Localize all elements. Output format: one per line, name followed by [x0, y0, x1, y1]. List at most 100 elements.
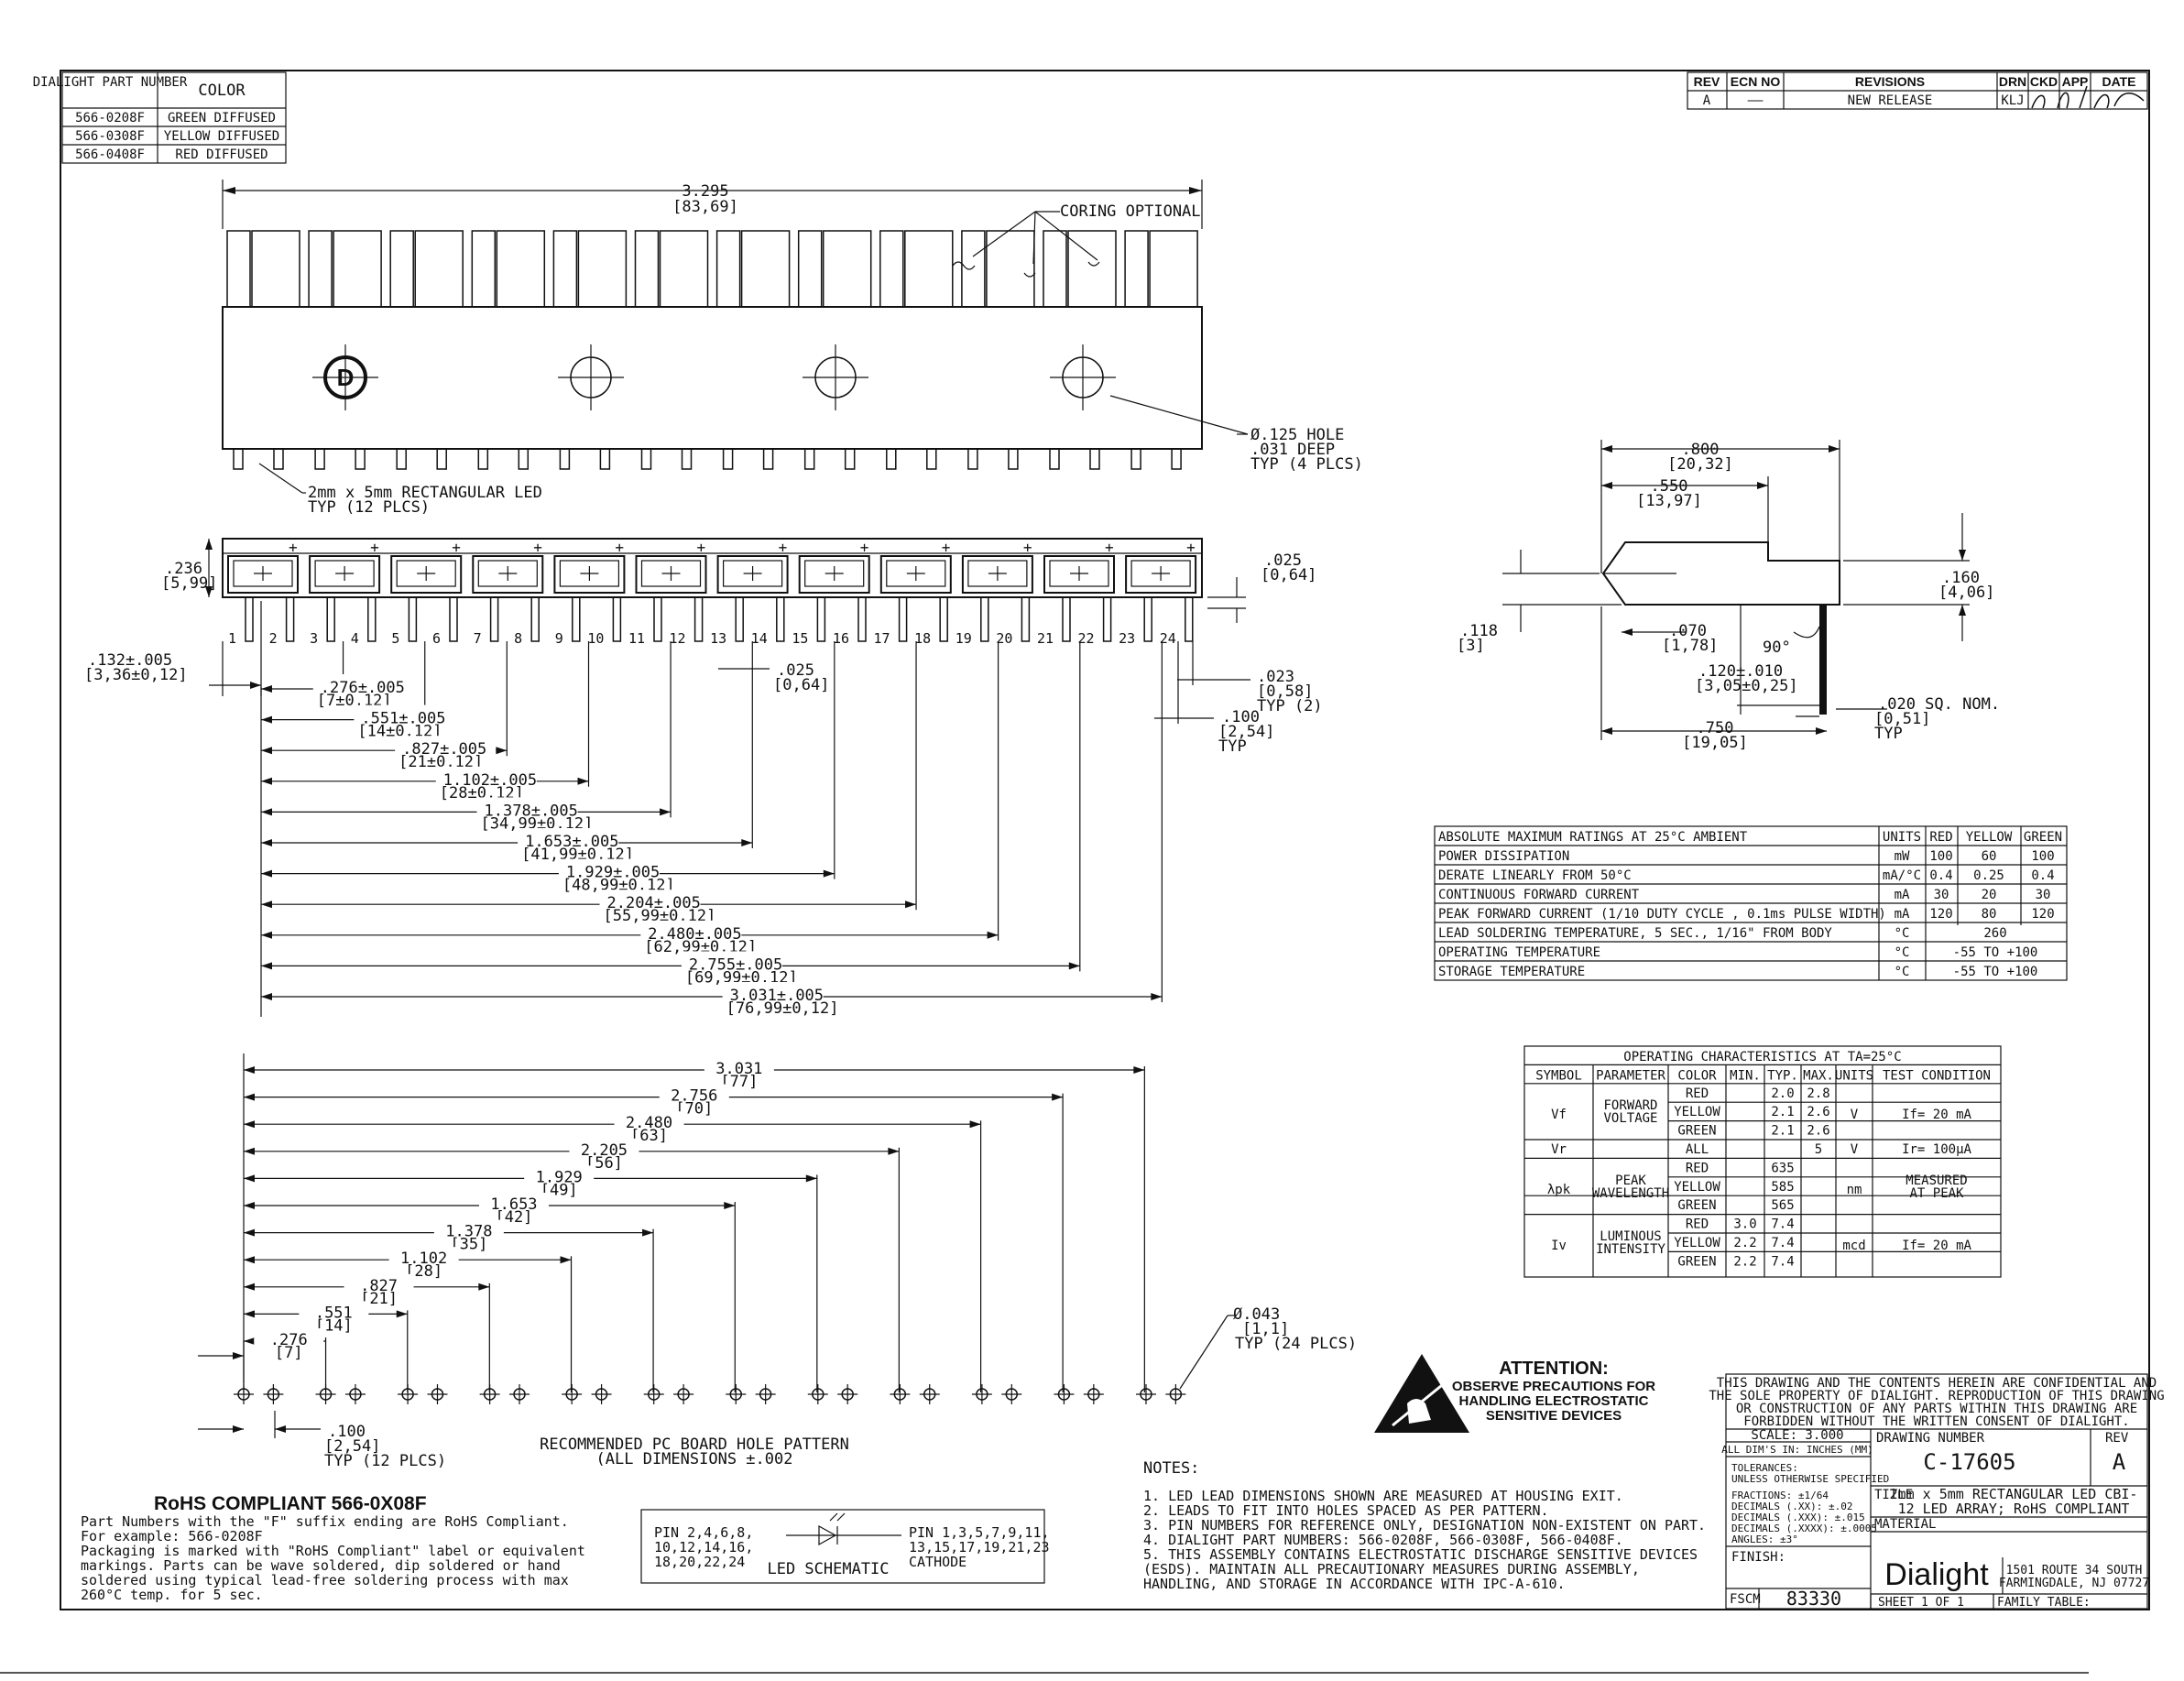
- op-cell: V: [1851, 1142, 1859, 1157]
- arrowhead: [741, 839, 753, 846]
- lead-stub: [1130, 448, 1141, 470]
- led-window: [1125, 555, 1197, 594]
- ratings-unit: mW: [1895, 849, 1910, 864]
- pattern-dim: 1.929: [536, 1168, 583, 1186]
- pattern-dim-mm: [49]: [541, 1181, 578, 1199]
- address-line-2: FARMINGDALE, NJ 07727: [1999, 1577, 2149, 1590]
- ratings-yellow: 80: [1982, 907, 1997, 922]
- fin: [634, 230, 660, 308]
- plus-mark: +: [942, 539, 951, 556]
- arrowhead: [478, 1283, 490, 1291]
- lead-dim: .025: [1264, 551, 1302, 570]
- led-window: [309, 555, 381, 594]
- chain-dim: 1.378±.005: [485, 802, 578, 820]
- led-window: [961, 555, 1033, 594]
- fin: [496, 230, 546, 308]
- confidential-line: THE SOLE PROPERTY OF DIALIGHT. REPRODUCT…: [1709, 1389, 2164, 1403]
- arrowhead: [905, 901, 917, 909]
- hole-caption-2: (ALL DIMENSIONS ±.002: [596, 1450, 793, 1468]
- pin-number: 6: [432, 630, 441, 647]
- pin: [980, 596, 989, 642]
- chain-dim: 2.755±.005: [689, 955, 782, 974]
- op-cell: YELLOW: [1674, 1105, 1720, 1119]
- label-bg: [659, 1084, 729, 1112]
- pattern-dim-mm: [28]: [405, 1262, 442, 1281]
- arrowhead: [888, 1147, 900, 1155]
- ratings-yellow: 0.25: [1973, 868, 2004, 883]
- lead-stub: [273, 448, 284, 470]
- arrowhead: [1151, 993, 1163, 1000]
- plus-mark: +: [697, 539, 706, 556]
- led-window: [716, 555, 789, 594]
- pin: [612, 596, 622, 642]
- op-cell: 2.6: [1807, 1105, 1829, 1119]
- label-bg: [433, 1219, 504, 1248]
- label-bg: [524, 1165, 595, 1194]
- ratings-param: POWER DISSIPATION: [1438, 849, 1569, 864]
- vf-cond: If= 20 mA: [1902, 1108, 1971, 1122]
- lead-stub: [1049, 448, 1060, 470]
- ratings-red: 0.4: [1929, 868, 1952, 883]
- pin-number: 17: [874, 630, 890, 647]
- part-number: 566-0408F: [75, 147, 145, 162]
- arrowhead: [261, 685, 272, 693]
- ratings-header: UNITS: [1883, 830, 1921, 845]
- family-table-label: FAMILY TABLE:: [1997, 1596, 2091, 1610]
- pin-number: 3: [310, 630, 318, 647]
- rohs-line: soldered using typical lead-free solderi…: [81, 1572, 569, 1588]
- lead-stub: [599, 448, 611, 470]
- fin: [251, 230, 300, 308]
- arrowhead: [261, 901, 272, 909]
- drn-header: DRN: [1999, 74, 2026, 89]
- op-cell: 3.0: [1733, 1217, 1756, 1232]
- schematic-label: LED SCHEMATIC: [767, 1560, 889, 1578]
- vf-unit: V: [1851, 1108, 1859, 1122]
- tolerance-line: TOLERANCES:: [1731, 1462, 1798, 1474]
- pin: [530, 596, 540, 642]
- lead-stub: [967, 448, 978, 470]
- op-cell: 2.0: [1771, 1086, 1794, 1101]
- iv-cond: If= 20 mA: [1902, 1239, 1971, 1253]
- material-label: MATERIAL: [1874, 1517, 1936, 1532]
- rohs-line: markings. Parts can be wave soldered, di…: [81, 1557, 561, 1574]
- led-lens: [886, 560, 946, 587]
- lead-stub: [477, 448, 489, 470]
- pin: [408, 596, 418, 642]
- d800-mm: [20,32]: [1667, 455, 1733, 474]
- pin: [367, 596, 377, 642]
- lead-stub: [762, 448, 774, 470]
- pattern-dim-mm: [42]: [495, 1208, 532, 1227]
- op-cell: YELLOW: [1674, 1180, 1720, 1195]
- label-bg: [478, 1193, 549, 1220]
- pin-number: 14: [751, 630, 768, 647]
- d800: .800: [1682, 441, 1720, 459]
- fin: [308, 230, 333, 308]
- overall-length-dim: 3.295: [682, 182, 728, 201]
- d070: .070: [1669, 622, 1707, 640]
- pin: [449, 596, 458, 642]
- pin-number: 23: [1119, 630, 1135, 647]
- d160: .160: [1942, 569, 1980, 587]
- d020-typ: TYP: [1874, 725, 1903, 743]
- ratings-param: DERATE LINEARLY FROM 50°C: [1438, 868, 1632, 883]
- pin: [1062, 596, 1071, 642]
- chain-dim: .276±.005: [321, 679, 405, 697]
- fin: [1043, 230, 1067, 308]
- pattern-dim: .276: [270, 1331, 308, 1349]
- fin: [797, 230, 823, 308]
- esd-attention: ATTENTION: OBSERVE PRECAUTIONS FOR HANDL…: [1374, 1354, 1655, 1433]
- pattern-dim-mm: [63]: [630, 1127, 668, 1145]
- rohs-note: RoHS COMPLIANT 566-0X08F Part Numbers wi…: [81, 1493, 585, 1603]
- d550-mm: [13,97]: [1636, 492, 1702, 510]
- label-bg: [704, 1057, 774, 1085]
- plus-mark: +: [289, 539, 298, 556]
- op-cell: GREEN: [1677, 1254, 1716, 1269]
- rev-value: A: [1703, 93, 1711, 108]
- pin-number: 9: [555, 630, 563, 647]
- revision-block: REV ECN NO REVISIONS DRN CKD APP DATE A …: [1687, 71, 2148, 110]
- lpk-symbol: λpk: [1547, 1183, 1571, 1197]
- iv-param: LUMINOUS: [1600, 1229, 1661, 1244]
- arrowhead: [261, 962, 272, 970]
- chain-dim: 1.929±.005: [566, 864, 660, 882]
- lead-stub: [396, 448, 407, 470]
